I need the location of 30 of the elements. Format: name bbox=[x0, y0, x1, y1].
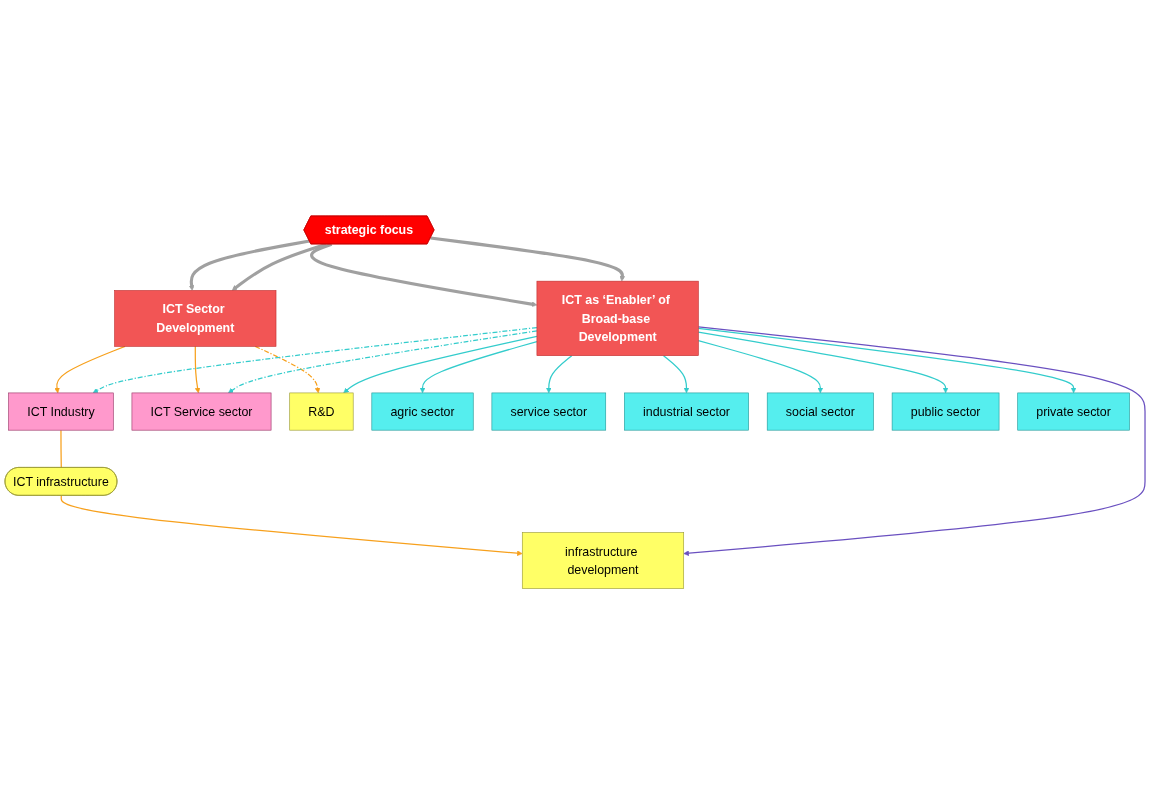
node-box: ICT Sector Development bbox=[114, 290, 277, 347]
node-box: social sector bbox=[766, 392, 874, 431]
node-box: service sector bbox=[491, 392, 607, 431]
arrow bbox=[430, 236, 626, 282]
arrow bbox=[228, 330, 538, 394]
node-box: industrial sector bbox=[624, 392, 749, 431]
node-box: infrastructure development bbox=[521, 532, 684, 590]
arrow bbox=[697, 340, 824, 394]
arrow bbox=[697, 327, 1077, 394]
arrow bbox=[697, 331, 949, 394]
arrow bbox=[683, 326, 1146, 557]
arrow bbox=[343, 335, 538, 394]
node-box: ICT Industry bbox=[8, 392, 114, 431]
arrow bbox=[92, 327, 538, 394]
node-box: ICT as ‘Enabler’ of Broad-base Development bbox=[536, 281, 699, 357]
arrow bbox=[310, 243, 538, 308]
arrow bbox=[188, 239, 310, 291]
arrow bbox=[254, 346, 321, 394]
arrow bbox=[419, 341, 538, 394]
arrow bbox=[546, 355, 573, 394]
node-box: ICT Service sector bbox=[131, 392, 272, 431]
node-box: public sector bbox=[891, 392, 1000, 431]
node-box: R&D bbox=[289, 392, 354, 431]
connector bbox=[60, 429, 62, 469]
node-box: agric sector bbox=[371, 392, 474, 431]
arrow bbox=[60, 495, 523, 557]
node-box: private sector bbox=[1017, 392, 1130, 431]
arrow bbox=[194, 346, 201, 394]
arrow bbox=[54, 346, 126, 394]
arrow bbox=[662, 355, 690, 394]
